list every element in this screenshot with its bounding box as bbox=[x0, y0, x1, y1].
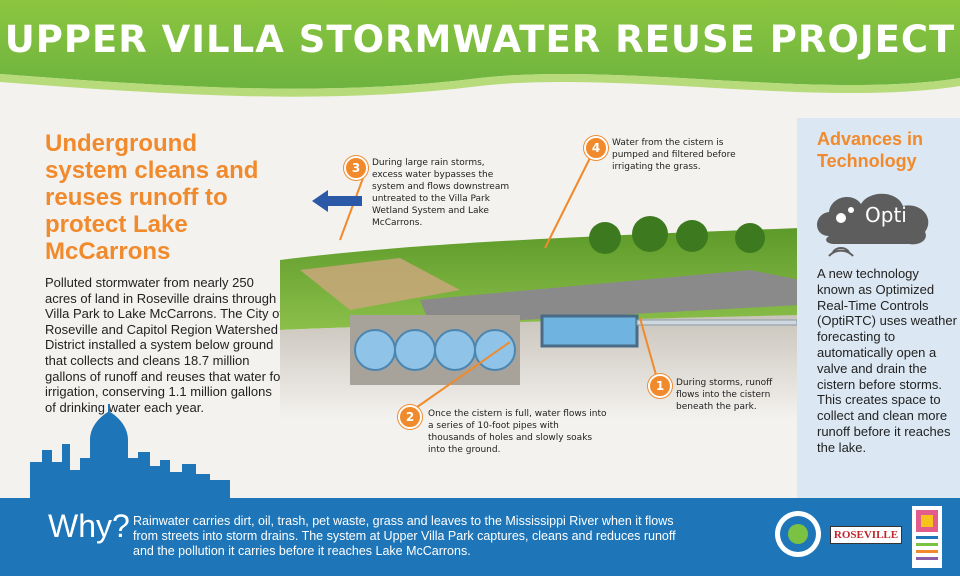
cistern bbox=[540, 314, 639, 348]
tree bbox=[735, 223, 765, 253]
callout-2-text: Once the cistern is full, water flows in… bbox=[428, 409, 607, 455]
ballfield bbox=[300, 258, 460, 310]
inflow-pipe bbox=[636, 319, 798, 326]
skyline-silhouette bbox=[30, 404, 230, 500]
callout-number-1: 1 bbox=[648, 374, 672, 398]
header-banner: UPPER VILLA STORMWATER REUSE PROJECT bbox=[0, 0, 960, 110]
callout-number-4: 4 bbox=[584, 136, 608, 160]
system-illustration bbox=[280, 147, 800, 420]
header-wave bbox=[0, 0, 960, 97]
cloud-icon bbox=[817, 193, 929, 257]
page-title: UPPER VILLA STORMWATER REUSE PROJECT bbox=[4, 18, 956, 61]
intro-section: Underground system cleans and reuses run… bbox=[45, 130, 285, 415]
watershed-district-logo bbox=[775, 511, 821, 557]
tree bbox=[632, 216, 668, 252]
callout-3-text: During large rain storms, excess water b… bbox=[372, 158, 510, 228]
callout-number-2: 2 bbox=[398, 405, 422, 429]
technology-body: A new technology known as Optimized Real… bbox=[817, 266, 957, 455]
perforated-pipe bbox=[394, 329, 436, 371]
roseville-logo: ROSEVILLE bbox=[830, 526, 902, 544]
parking-lot bbox=[420, 270, 800, 325]
technology-title: Advances in Technology bbox=[817, 129, 924, 171]
flow-arrow-icon bbox=[312, 190, 362, 212]
footer-banner: Why? Rainwater carries dirt, oil, trash,… bbox=[0, 498, 960, 576]
callout-number-3: 3 bbox=[344, 156, 368, 180]
perforated-pipe bbox=[354, 329, 396, 371]
intro-headline: Underground system cleans and reuses run… bbox=[45, 130, 259, 265]
why-text: Rainwater carries dirt, oil, trash, pet … bbox=[133, 514, 676, 558]
callout-1-text: During storms, runoff flows into the cis… bbox=[676, 378, 773, 412]
why-heading: Why? bbox=[48, 508, 130, 544]
tree bbox=[676, 220, 708, 252]
legacy-amendment-logo bbox=[912, 506, 942, 568]
perforated-pipe bbox=[474, 329, 516, 371]
intro-body: Polluted stormwater from nearly 250 acre… bbox=[45, 275, 285, 415]
perforated-pipe bbox=[434, 329, 476, 371]
opti-logo-text: Opti bbox=[865, 203, 907, 227]
callout-4-text: Water from the cistern is pumped and fil… bbox=[612, 138, 736, 172]
technology-sidebar: Advances in Technology Opti A new techno… bbox=[797, 118, 960, 498]
tree bbox=[589, 222, 621, 254]
